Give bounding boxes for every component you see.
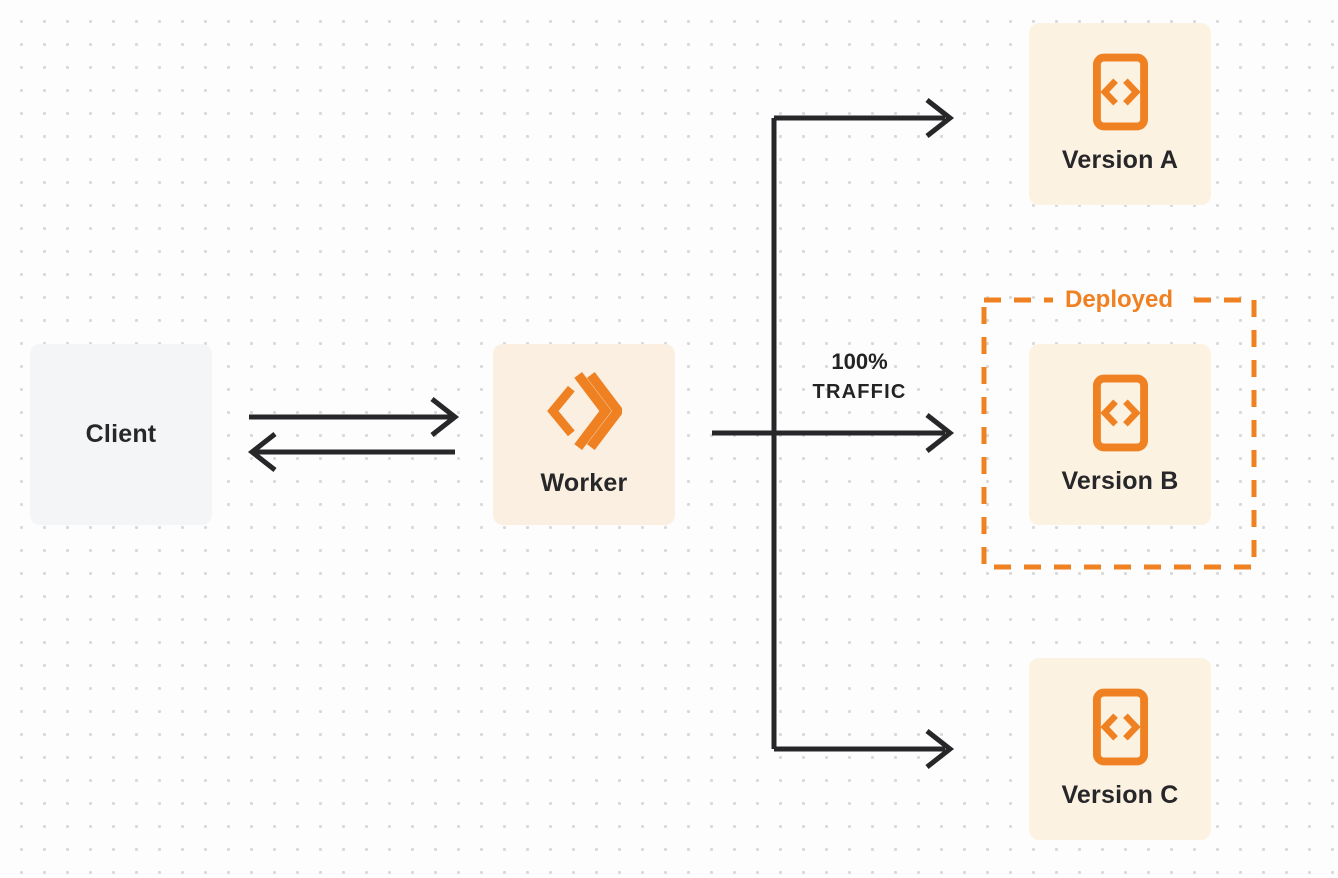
- code-file-icon: [1092, 374, 1149, 452]
- traffic-percentage: 100%: [831, 349, 888, 374]
- cloudflare-workers-icon: [546, 371, 622, 453]
- code-file-icon: [1092, 53, 1149, 131]
- arrowhead-version-a-icon: [925, 98, 955, 138]
- code-file-icon: [1092, 688, 1149, 766]
- arrowhead-version-c-icon: [925, 729, 955, 769]
- arrowhead-client-to-worker-icon: [430, 397, 460, 437]
- traffic-word: TRAFFIC: [812, 381, 907, 404]
- version-c-label: Version C: [1061, 781, 1179, 809]
- traffic-annotation: 100% TRAFFIC: [782, 349, 937, 404]
- version-b-label: Version B: [1061, 466, 1179, 495]
- worker-label: Worker: [540, 469, 628, 497]
- client-label: Client: [85, 420, 157, 448]
- version-a-label: Version A: [1061, 146, 1179, 174]
- version-b-node: Version B: [1029, 344, 1211, 525]
- worker-node: Worker: [493, 344, 675, 525]
- version-a-node: Version A: [1029, 23, 1211, 205]
- client-node: Client: [30, 344, 212, 525]
- arrowhead-version-b-icon: [925, 413, 955, 453]
- arrowhead-worker-to-client-icon: [247, 432, 277, 472]
- version-c-node: Version C: [1029, 658, 1211, 840]
